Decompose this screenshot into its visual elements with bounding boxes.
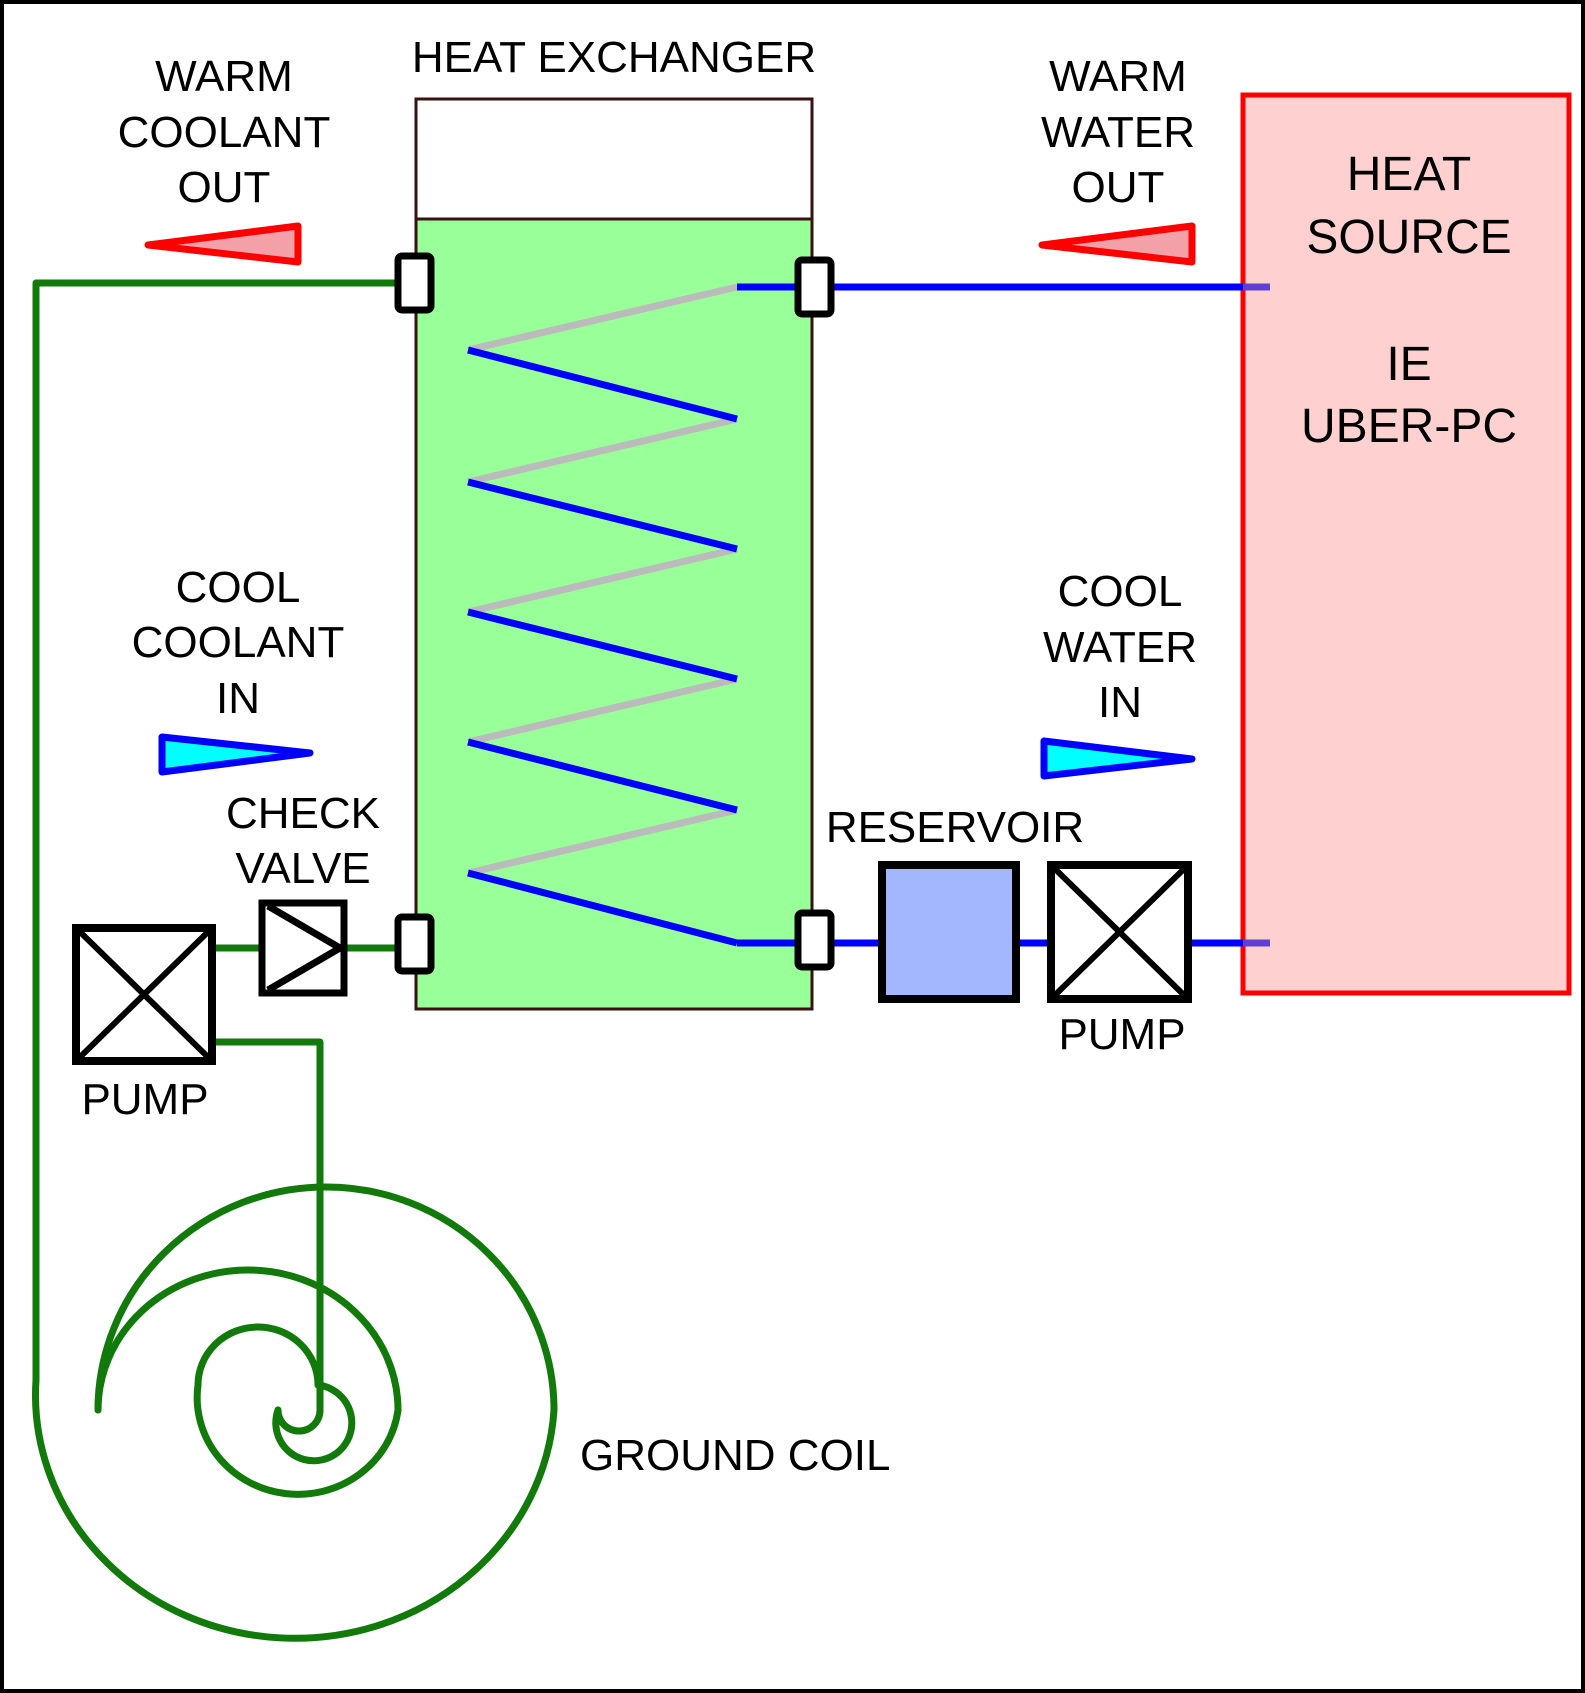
coolant-pump <box>72 924 216 1065</box>
heat-source-box <box>1240 92 1572 996</box>
check-valve-line: VALVE <box>235 844 370 893</box>
heat-exchanger-label: HEAT EXCHANGER <box>412 33 816 82</box>
check-valve-label: CHECK VALVE <box>226 789 380 893</box>
reservoir <box>878 861 1020 1003</box>
warm-water-out-line: OUT <box>1072 163 1165 212</box>
warm-water-arrow <box>1038 222 1196 266</box>
exchanger-coil-back <box>467 283 738 877</box>
warm-water-out-label: WARM WATER OUT <box>1041 52 1195 212</box>
exchanger-coil-front <box>467 283 815 947</box>
warm-coolant-out-line: COOLANT <box>118 108 331 157</box>
warm-coolant-out-label: WARM COOLANT OUT <box>118 52 331 212</box>
heat-source-line: HEAT <box>1347 148 1471 201</box>
warm-water-out-line: WATER <box>1041 108 1195 157</box>
cool-coolant-in-line: IN <box>216 674 260 723</box>
pump-right-label: PUMP <box>1058 1010 1185 1059</box>
warm-coolant-arrow <box>144 222 302 266</box>
heat-source-line: UBER-PC <box>1301 400 1517 453</box>
heat-exchanger-top <box>414 97 814 221</box>
water-pump <box>1047 861 1192 1003</box>
heat-source-label: HEAT SOURCE IE UBER-PC <box>1301 148 1517 453</box>
cool-water-in-label: COOL WATER IN <box>1043 567 1197 727</box>
reservoir-label: RESERVOIR <box>826 803 1084 852</box>
ground-coil-label: GROUND COIL <box>580 1431 890 1480</box>
coolant-loop-pipe <box>32 279 558 1642</box>
cool-coolant-arrow <box>158 733 314 776</box>
cool-coolant-in-label: COOL COOLANT IN <box>132 563 345 723</box>
warm-coolant-out-line: OUT <box>178 163 271 212</box>
water-pipe-entry <box>1243 283 1270 947</box>
cool-coolant-in-line: COOLANT <box>132 618 345 667</box>
cool-water-in-line: COOL <box>1058 567 1183 616</box>
check-valve-line: CHECK <box>226 789 380 838</box>
warm-coolant-out-line: WARM <box>155 52 293 101</box>
cool-water-arrow <box>1040 737 1196 780</box>
heat-source-line: SOURCE <box>1306 211 1511 264</box>
cool-coolant-in-line: COOL <box>176 563 301 612</box>
cool-water-in-line: WATER <box>1043 623 1197 672</box>
warm-water-out-line: WARM <box>1049 52 1187 101</box>
pump-left-label: PUMP <box>81 1075 208 1124</box>
exchanger-fittings <box>394 252 835 975</box>
heat-source-line: IE <box>1386 338 1431 391</box>
cool-water-in-line: IN <box>1098 678 1142 727</box>
check-valve <box>258 899 348 997</box>
